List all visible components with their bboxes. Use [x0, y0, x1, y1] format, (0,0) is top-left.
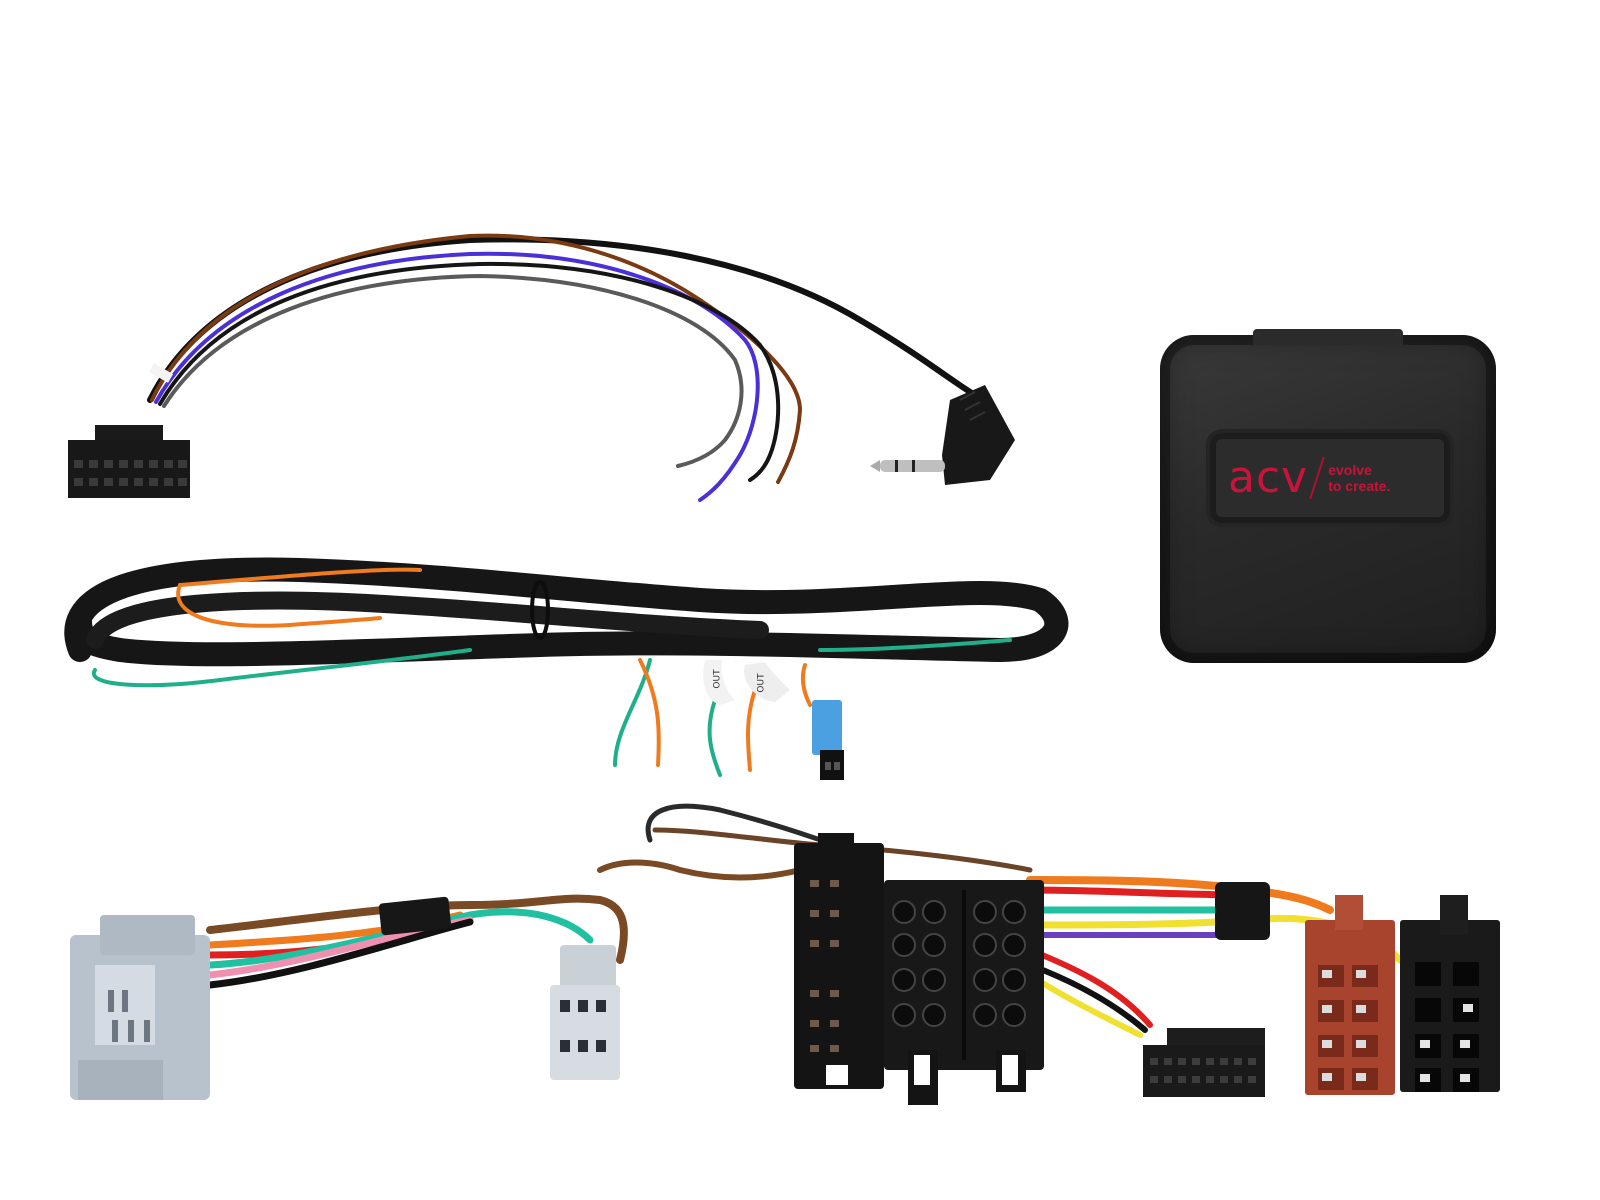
electrical-tape — [378, 896, 452, 936]
grey-vehicle-plug-small — [550, 945, 620, 1080]
jack-plug-3-5mm — [870, 385, 1015, 485]
patch-lead — [147, 233, 978, 502]
brand-logo: acv — [1228, 452, 1309, 503]
brand-badge: acv evolve to create. — [1210, 433, 1450, 523]
brand-tagline: evolve to create. — [1328, 462, 1390, 494]
tagline-line-2: to create. — [1328, 478, 1391, 494]
cable-tie-loop — [530, 580, 550, 640]
iso-speaker-connector-brown — [1305, 895, 1395, 1095]
iso-power-connector-black — [1400, 895, 1500, 1092]
tagline-line-1: evolve — [1328, 462, 1372, 478]
acv-interface-module: acv evolve to create. — [1160, 329, 1496, 663]
black-quadlock-connector — [794, 833, 1044, 1105]
black-16pin-radio-connector — [1143, 1028, 1265, 1097]
module-notch — [1253, 329, 1403, 345]
cable-tie — [148, 363, 174, 383]
tag-label-1: OUT — [712, 669, 723, 689]
grey-vehicle-plug-large — [70, 915, 210, 1100]
patch-lead-16pin-connector — [68, 425, 190, 498]
label-tags — [703, 660, 790, 705]
logo-slash — [1309, 456, 1325, 500]
electrical-tape — [1215, 882, 1270, 940]
antenna-connector — [812, 700, 844, 780]
tag-label-2: OUT — [756, 673, 767, 693]
antenna-lead — [64, 557, 1069, 777]
